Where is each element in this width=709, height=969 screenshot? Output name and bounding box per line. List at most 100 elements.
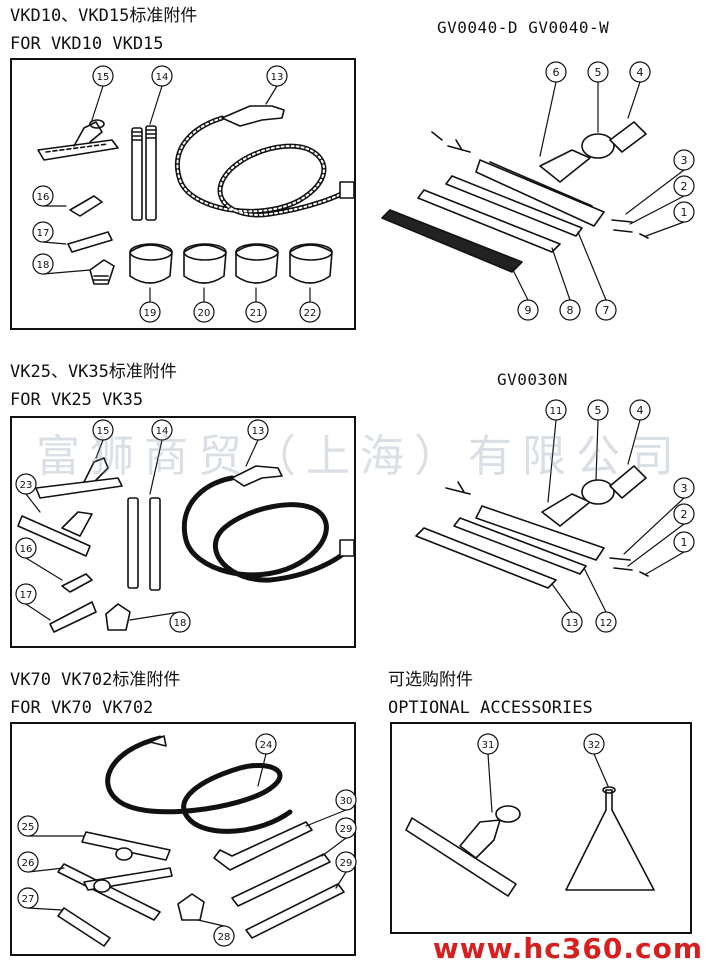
gv0040-model-label: GV0040-D GV0040-W [437,18,610,37]
crevice-tool-icon [69,195,103,217]
vkd-title-en: FOR VKD10 VKD15 [10,34,164,54]
gv0040-nozzle-assembly-icon [381,121,649,273]
callout-circle [545,61,567,83]
leader-line [583,567,607,613]
callout-number: 5 [595,66,602,79]
leader-line [511,267,529,301]
callout-number: 6 [553,66,560,79]
callout-optional-31: 31 [477,733,499,813]
callout-circle [92,65,114,87]
callout-vk25-18: 18 [129,611,191,633]
callout-optional-32: 32 [583,733,609,787]
leader-line [645,551,685,575]
leader-line [623,497,685,555]
callout-number: 5 [595,404,602,417]
callout-number: 1 [681,206,688,219]
callout-circle [673,503,695,525]
callout-vk25-13: 13 [245,419,269,467]
callout-number: 24 [260,740,273,751]
callout-vk70-24: 24 [255,733,277,787]
callout-number: 31 [482,740,495,751]
callout-vk25-23: 23 [15,473,41,513]
hose-adaptor-icon [89,259,115,285]
callout-gv0030-12: 12 [583,567,617,633]
callout-number: 1 [681,536,688,549]
callout-circle [17,851,39,873]
callout-number: 17 [20,590,33,601]
callout-gv0030-1: 1 [645,531,695,575]
callout-gv0040-2: 2 [629,175,695,225]
callout-vkd-14: 14 [149,65,173,125]
leader-line [305,809,347,827]
callout-circle [266,65,288,87]
leader-line [595,419,599,481]
callout-vk25-14: 14 [149,419,173,495]
leader-line [42,269,91,275]
callout-number: 18 [174,618,187,629]
callout-circle [673,477,695,499]
callout-number: 15 [97,72,110,83]
callout-number: 29 [340,824,353,835]
callout-number: 14 [156,72,169,83]
callout-circle [17,815,39,837]
callout-number: 4 [637,66,644,79]
callout-number: 11 [550,406,563,417]
leader-line [129,611,181,621]
callout-vkd-21: 21 [245,287,267,323]
callout-number: 2 [681,508,688,521]
callout-number: 13 [271,72,284,83]
callout-number: 32 [588,740,601,751]
leader-line [335,871,347,889]
callout-circle [15,537,37,559]
vk70-floor-tool-2-icon [57,863,173,921]
vk25-floor-brush-icon [35,457,123,499]
callout-circle [335,817,357,839]
callout-vk70-27: 27 [17,887,63,911]
vk70-wands-icon [213,821,345,939]
callout-circle [255,733,277,755]
leader-line [625,169,685,215]
vk70-title-cn: VK70 VK702标准附件 [10,670,181,690]
callout-circle [561,611,583,633]
vk25-adaptor-icon [105,603,131,631]
leader-line [547,419,557,503]
callout-number: 26 [22,858,35,869]
callout-number: 14 [156,426,169,437]
vkd-accessories-panel [10,58,356,330]
leader-line [487,753,493,813]
callout-gv0040-6: 6 [539,61,567,157]
callout-vk70-29: 29 [335,851,357,889]
callout-circle [193,301,215,323]
callout-circle [32,221,54,243]
leader-line [551,247,571,301]
extension-tubes-icon [131,125,157,221]
leader-line [577,231,607,301]
callout-circle [17,887,39,909]
callout-circle [583,733,605,755]
callout-number: 29 [340,858,353,869]
gv0030-nozzle-assembly-icon [415,465,649,589]
callout-gv0040-8: 8 [551,247,581,321]
callout-vkd-17: 17 [32,221,67,245]
callout-circle [151,419,173,441]
leader-line [149,85,163,125]
flexible-hose-icon [174,105,355,218]
vk25-hose-icon [181,465,355,583]
callout-vkd-22: 22 [299,287,321,323]
callout-vkd-18: 18 [32,253,91,275]
callout-number: 3 [681,482,688,495]
optional-accessories-panel [390,722,692,934]
callout-number: 22 [304,308,317,319]
callout-circle [673,175,695,197]
leader-line [25,603,51,621]
leader-line [27,867,65,873]
floor-brush-icon [37,119,119,161]
vk70-title-en: FOR VK70 VK702 [10,698,154,718]
callout-number: 17 [37,228,50,239]
callout-circle [629,399,651,421]
leader-line [25,557,63,581]
leader-line [197,919,225,927]
vk25-round-brush-icon [49,601,97,633]
vk25-tubes-icon [127,497,161,591]
